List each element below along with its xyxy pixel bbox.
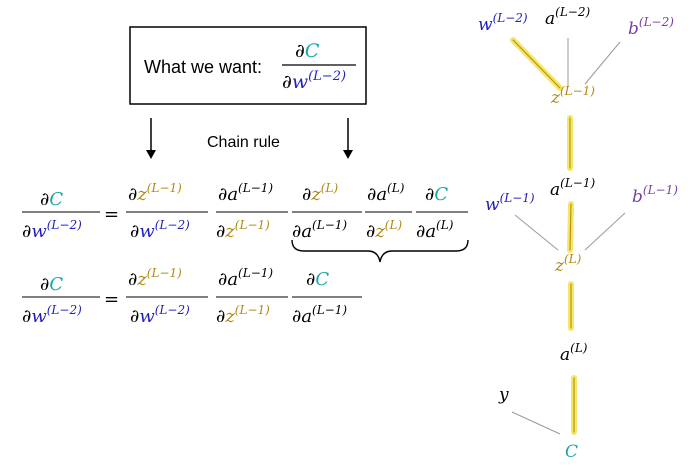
right-down-arrow <box>343 118 353 159</box>
tree-y: y <box>498 385 509 405</box>
computation-tree: w(L−2) a(L−2) b(L−2) z(L−1) w(L−1) a(L−1… <box>478 5 678 462</box>
cost-symbol: C <box>305 40 320 62</box>
svg-text:∂a(L): ∂a(L) <box>416 218 454 242</box>
svg-text:∂z(L): ∂z(L) <box>366 218 402 242</box>
tree-b-Lm1: b(L−1) <box>632 183 678 207</box>
target-box-denominator: ∂w(L−2) <box>282 69 346 93</box>
tree-w-Lm2: w(L−2) <box>478 11 528 35</box>
tree-C: C <box>565 442 578 462</box>
equation-2: ∂C ∂w(L−2) = ∂z(L−1) ∂w(L−2) ∂a(L−1) ∂z(… <box>22 266 362 327</box>
svg-text:∂z(L−1): ∂z(L−1) <box>128 181 182 205</box>
tree-b-Lm2: b(L−2) <box>628 15 674 39</box>
highlight-path <box>510 37 577 435</box>
svg-text:∂a(L−1): ∂a(L−1) <box>218 181 273 205</box>
tree-w-Lm1: w(L−1) <box>485 191 535 215</box>
target-box <box>129 26 367 105</box>
tree-a-Lm2: a(L−2) <box>545 5 590 29</box>
tree-a-L: a(L) <box>560 341 588 365</box>
svg-text:=: = <box>104 204 119 225</box>
svg-text:∂z(L−1): ∂z(L−1) <box>216 218 270 242</box>
tree-a-Lm1: a(L−1) <box>550 176 595 200</box>
svg-text:∂z(L−1): ∂z(L−1) <box>128 266 182 290</box>
svg-text:∂w(L−2): ∂w(L−2) <box>22 218 82 242</box>
svg-text:∂a(L−1): ∂a(L−1) <box>218 266 273 290</box>
target-box-numerator: ∂C <box>295 40 320 62</box>
svg-text:∂C: ∂C <box>40 274 63 295</box>
svg-text:∂C: ∂C <box>40 189 63 210</box>
svg-text:∂w(L−2): ∂w(L−2) <box>22 303 82 327</box>
equation-1: ∂C ∂w(L−2) = ∂z(L−1) ∂w(L−2) ∂a(L−1) ∂z(… <box>22 181 468 242</box>
underbrace <box>291 239 469 263</box>
svg-text:∂z(L): ∂z(L) <box>302 181 338 205</box>
svg-text:∂w(L−2): ∂w(L−2) <box>130 218 190 242</box>
tree-z-Lm1: z(L−1) <box>550 84 595 108</box>
tree-edges <box>511 38 626 435</box>
svg-text:∂C: ∂C <box>306 269 329 290</box>
target-box-prefix: What we want: <box>144 57 262 77</box>
svg-text:=: = <box>104 289 119 310</box>
chain-rule-label: Chain rule <box>207 134 280 151</box>
tree-z-L: z(L) <box>554 252 582 276</box>
svg-text:∂z(L−1): ∂z(L−1) <box>216 303 270 327</box>
svg-text:∂a(L−1): ∂a(L−1) <box>292 218 347 242</box>
svg-text:∂a(L): ∂a(L) <box>367 181 405 205</box>
left-down-arrow <box>146 118 156 159</box>
svg-text:∂C: ∂C <box>425 184 448 205</box>
svg-text:∂w(L−2): ∂w(L−2) <box>130 303 190 327</box>
svg-text:∂a(L−1): ∂a(L−1) <box>292 303 347 327</box>
